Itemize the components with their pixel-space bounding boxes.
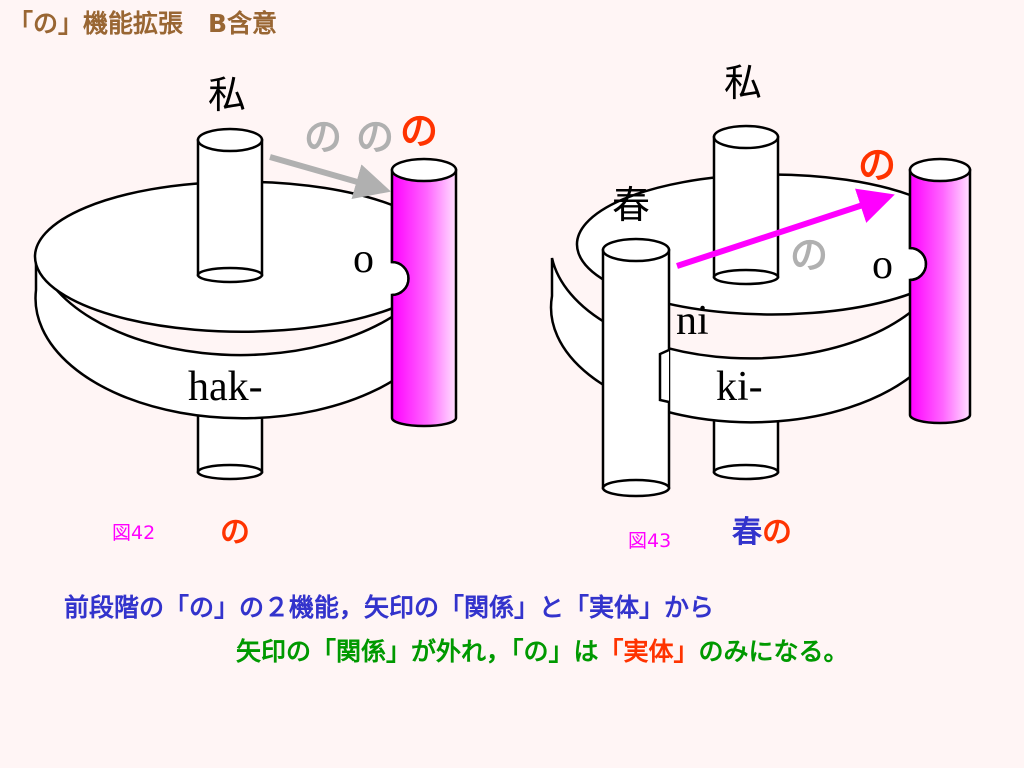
fig43-caption-no: の [762, 515, 792, 550]
explanation-line-2a: 矢印の「関係」が外れ，「の」は [236, 637, 599, 666]
haru-pillar-43 [601, 237, 671, 498]
fig43-red-no: の [858, 143, 897, 187]
explanation-line-2c: のみになる。 [698, 637, 849, 666]
fig42-red-no: の [400, 109, 439, 153]
disk-notch-43 [658, 348, 670, 404]
fig43-number: 図43 [628, 530, 672, 552]
gray-arrow-42 [269, 154, 392, 200]
fig43-caption-haru: 春 [732, 515, 762, 550]
fig43-o-label: o [872, 242, 893, 288]
upper-shaft-42 [196, 127, 264, 284]
fig43-haru-label: 春 [612, 183, 651, 227]
upper-shaft-43 [712, 124, 780, 286]
fig43-watashi-label: 私 [724, 61, 763, 105]
magenta-pillar-42 [390, 157, 458, 428]
slide-title: 「の」機能拡張 B含意 [8, 9, 278, 38]
fig42-gray-no-1: の [304, 115, 343, 159]
fig43-caption: 春の [732, 518, 792, 548]
magenta-arrow-43 [676, 188, 895, 269]
fig43-gray-no: の [790, 233, 829, 277]
explanation-line-1: 前段階の「の」の２機能，矢印の「関係」と「実体」から [64, 593, 715, 622]
fig43-ni-label: ni [676, 298, 709, 344]
fig42-caption: の [220, 515, 250, 550]
explanation-line-2: 矢印の「関係」が外れ，「の」は「実体」のみになる。 [236, 632, 849, 668]
fig42-hak-label: hak- [188, 364, 263, 410]
figure-42 [33, 127, 458, 481]
fig42-o-label: o [353, 236, 374, 282]
fig43-ki-label: ki- [716, 364, 763, 410]
magenta-pillar-43 [908, 157, 972, 425]
explanation-line-2b: 「実体」 [598, 637, 699, 666]
fig42-watashi-label: 私 [208, 73, 247, 117]
fig42-gray-no-2: の [356, 115, 395, 159]
fig42-number: 図42 [112, 522, 156, 544]
figure-43 [549, 124, 972, 498]
